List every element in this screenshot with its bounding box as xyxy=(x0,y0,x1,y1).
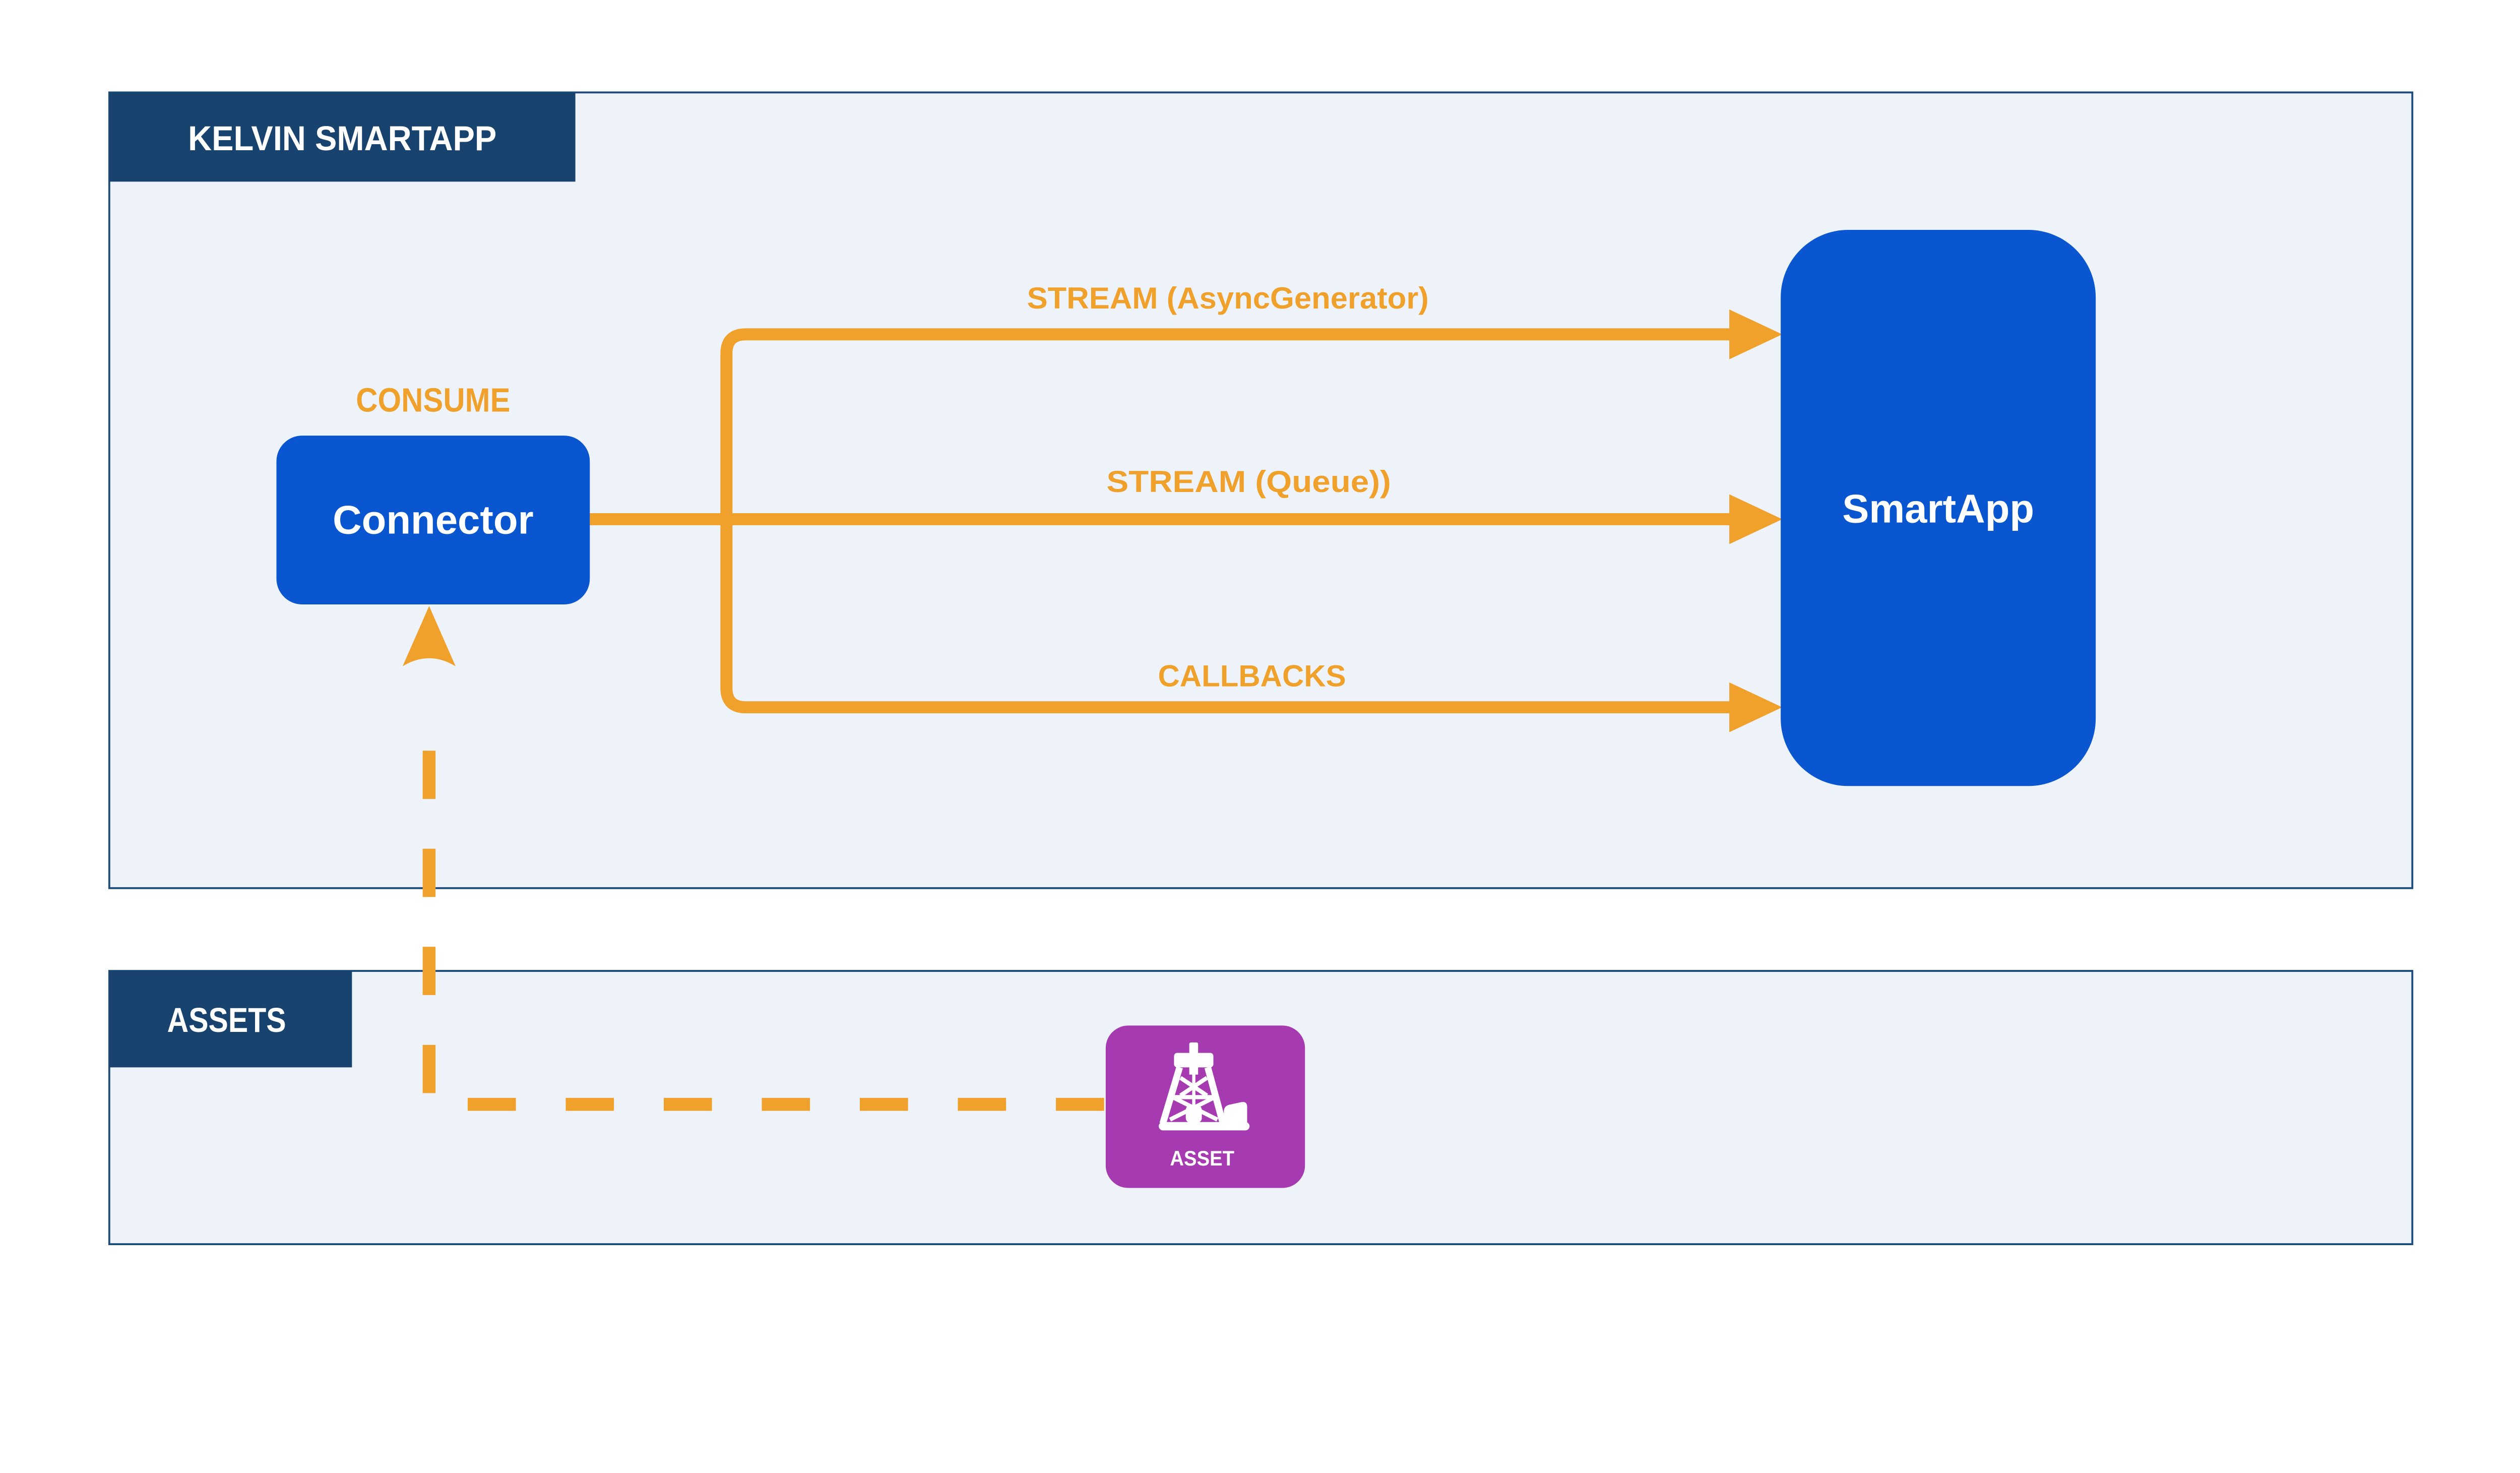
consume-edge-label: CONSUME xyxy=(356,381,510,419)
assets-panel-label: ASSETS xyxy=(167,1001,286,1039)
edge-asset-to-connector-dashed xyxy=(422,715,1104,1111)
smartapp-panel-label: KELVIN SMARTAPP xyxy=(188,119,496,158)
asset-node-box xyxy=(1105,1025,1305,1188)
stream-queue-edge-label: STREAM (Queue)) xyxy=(1106,464,1391,499)
asset-node-label: ASSET xyxy=(1170,1146,1234,1170)
smartapp-node-label: SmartApp xyxy=(1842,486,2034,531)
derrick-stub xyxy=(1189,1042,1199,1054)
arrowhead-callbacks-icon xyxy=(1729,682,1783,732)
smartapp-node-box xyxy=(1781,229,2096,786)
assets-panel-tab xyxy=(109,971,352,1068)
callbacks-edge-label: CALLBACKS xyxy=(1158,659,1346,693)
derrick-braces xyxy=(1169,1076,1219,1122)
edges-layer: CONSUME STREAM (AsyncGenerator) STREAM (… xyxy=(356,281,1783,1111)
connector-node: Connector xyxy=(276,436,590,604)
smartapp-panel-tab xyxy=(109,92,576,182)
derrick-tank xyxy=(1224,1101,1247,1130)
arrowhead-up-to-connector-icon xyxy=(402,606,456,666)
connector-node-box xyxy=(276,436,590,604)
derrick-legs xyxy=(1159,1066,1227,1125)
arrowhead-stream-queue-icon xyxy=(1729,494,1783,544)
derrick-crown xyxy=(1174,1053,1214,1068)
smartapp-node: SmartApp xyxy=(1781,229,2096,786)
arrowhead-stream-async-icon xyxy=(1729,309,1783,359)
edge-trunk-lines xyxy=(720,328,1736,714)
stream-async-edge-label: STREAM (AsyncGenerator) xyxy=(1027,281,1429,315)
asset-node: ASSET xyxy=(1105,1025,1305,1188)
oil-derrick-icon xyxy=(1159,1042,1250,1131)
connector-node-label: Connector xyxy=(333,498,534,542)
kelvin-smartapp-architecture-diagram: KELVIN SMARTAPP ASSETS CONSUME STREAM (A… xyxy=(108,91,2414,1246)
